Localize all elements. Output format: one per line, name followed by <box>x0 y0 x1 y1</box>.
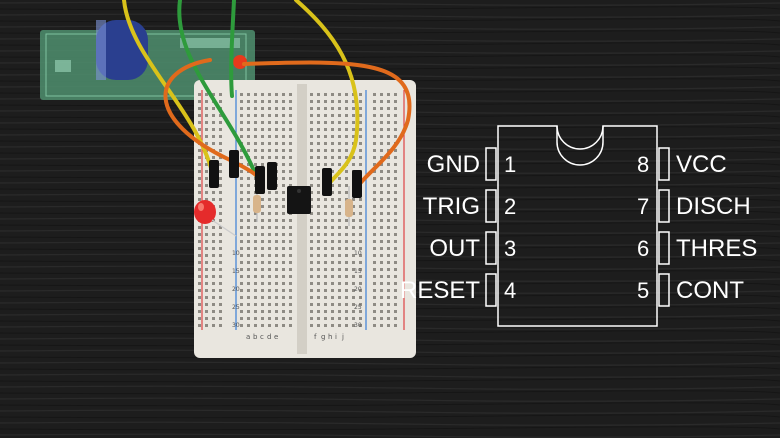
pin-2-number: 2 <box>504 194 516 219</box>
pin-box-5 <box>658 273 670 307</box>
pin-1-number: 1 <box>504 152 516 177</box>
pin-box-6 <box>658 231 670 265</box>
breadboard-column-letter: e <box>274 333 278 341</box>
breadboard-row-numbers: 10 10 15 15 20 20 25 25 30 30 <box>232 250 362 329</box>
pin-3-name: OUT <box>429 235 480 262</box>
pin-2-name: TRIG <box>423 193 480 220</box>
pin-8-name: VCC <box>676 151 727 178</box>
breadboard-row-number: 25 <box>354 304 362 311</box>
breadboard-column-letter: c <box>260 333 264 341</box>
breadboard-column-letter: g <box>321 333 325 341</box>
breadboard-row-number: 20 <box>354 286 362 293</box>
pin-7-number: 7 <box>637 194 649 219</box>
red-led <box>194 200 237 237</box>
pin-box-2 <box>485 189 497 223</box>
breadboard-row-number: 25 <box>232 304 240 311</box>
breadboard-column-letter: i <box>335 333 337 341</box>
pin-1-name: GND <box>427 151 480 178</box>
pin-box-3 <box>485 231 497 265</box>
pin-4-number: 4 <box>504 278 516 303</box>
breadboard-column-letter: j <box>341 333 344 341</box>
ic-chip <box>287 186 311 214</box>
pin-6-number: 6 <box>637 236 649 261</box>
pin-8-number: 8 <box>637 152 649 177</box>
breadboard-row-number: 10 <box>354 250 362 257</box>
breadboard-column-letter: d <box>267 333 271 341</box>
pin-box-8 <box>658 147 670 181</box>
pin-7-name: DISCH <box>676 193 751 220</box>
pin-box-7 <box>658 189 670 223</box>
pin-box-1 <box>485 147 497 181</box>
breadboard-column-letter: b <box>253 333 258 341</box>
breadboard-column-letter: h <box>328 333 332 341</box>
pin-5-name: CONT <box>676 277 744 304</box>
pin-5-number: 5 <box>637 278 649 303</box>
breadboard-column-letter: a <box>246 333 250 341</box>
wires <box>122 0 412 198</box>
pin-4-name: RESET <box>400 277 480 304</box>
breadboard-column-letter: f <box>314 333 317 341</box>
breadboard-row-number: 15 <box>354 268 362 275</box>
breadboard-row-number: 10 <box>232 250 240 257</box>
pin-3-number: 3 <box>504 236 516 261</box>
breadboard-row-number: 20 <box>232 286 240 293</box>
breadboard-row-number: 30 <box>232 322 240 329</box>
resistor-right <box>345 186 353 226</box>
pinout-diagram: GND 1 TRIG 2 OUT 3 RESET 4 8 VCC 7 DISCH… <box>400 125 757 327</box>
notch-line <box>556 126 604 166</box>
pin-box-4 <box>485 273 497 307</box>
pin-6-name: THRES <box>676 235 757 262</box>
breadboard-row-number: 30 <box>354 322 362 329</box>
breadboard-row-number: 15 <box>232 268 240 275</box>
